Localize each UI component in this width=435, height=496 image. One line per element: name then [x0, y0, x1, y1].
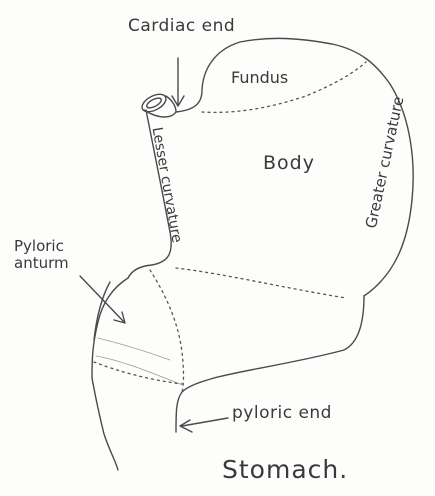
esophagus	[139, 91, 176, 117]
region-dividers	[94, 62, 366, 392]
pyloric-end-arrow	[180, 418, 228, 432]
fundus-label: Fundus	[231, 70, 288, 86]
diagram-title: Stomach.	[222, 457, 348, 482]
cardiac-end-label: Cardiac end	[128, 18, 235, 35]
pyloric-end-label: pyloric end	[232, 405, 332, 422]
body-label: Body	[263, 154, 315, 173]
pylorus-divider	[94, 362, 182, 384]
pyloric-antrum-label: Pyloric anturm	[14, 238, 69, 273]
cardiac-end-arrow	[172, 58, 184, 106]
antrum-divider	[150, 270, 184, 392]
pyloric-antrum-arrow	[80, 276, 125, 323]
body-antrum-divider	[176, 268, 346, 298]
